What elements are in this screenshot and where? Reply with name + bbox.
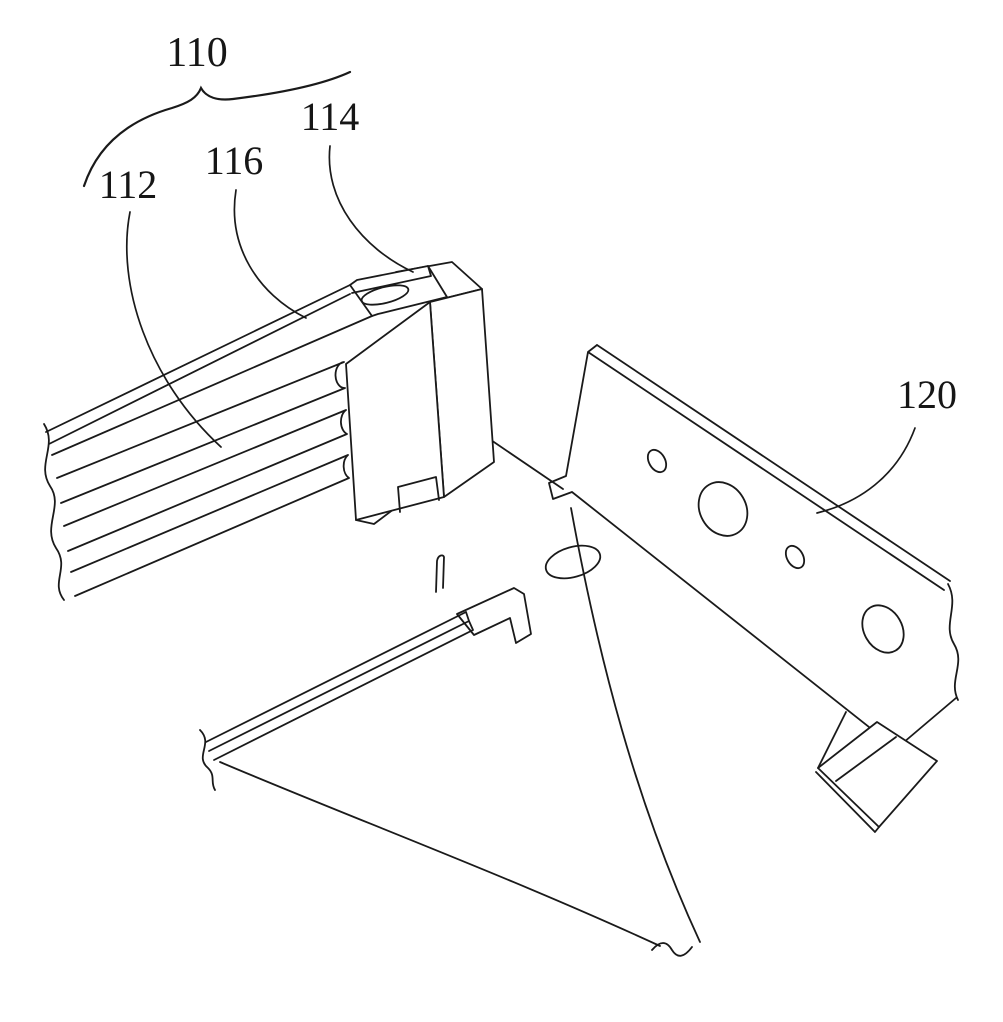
block-front-face (345, 301, 445, 521)
leader-line-120 (816, 427, 916, 514)
leader-line-116 (233, 189, 307, 319)
bracket-foot-tab (817, 721, 938, 828)
bracket-foot-details (815, 711, 897, 833)
block-bottom-notch (397, 476, 440, 513)
reference-annotations: 110 112 116 114 120 (82, 30, 957, 514)
floor-oblong-hole (544, 544, 602, 580)
lower-strip-rails (205, 611, 474, 761)
bracket-hole-large-2 (861, 604, 905, 654)
leader-line-112 (126, 211, 222, 448)
left-break-lines (43, 423, 216, 791)
rail-tube-lines (56, 361, 350, 597)
reference-label-114: 114 (301, 94, 360, 139)
part-116-plate-drawing (45, 265, 448, 456)
part-112-rails-drawing (56, 361, 350, 597)
reference-label-112: 112 (99, 162, 158, 207)
lower-bracket-drawing (43, 423, 701, 957)
plate-long-edges (45, 265, 432, 456)
bracket-hole-small-1 (646, 448, 668, 474)
retainer-clip-outline (435, 554, 532, 644)
reference-label-110: 110 (166, 30, 227, 76)
reference-label-116: 116 (205, 138, 264, 183)
bracket-wall-outline (548, 344, 960, 749)
leader-line-114 (328, 145, 414, 273)
bottom-sheet-curves (219, 507, 701, 957)
part-120-bracket-plate-drawing (548, 344, 960, 833)
bracket-hole-large-1 (697, 481, 749, 537)
group-brace-110 (82, 70, 352, 188)
reference-label-120: 120 (897, 372, 957, 417)
bracket-hole-small-2 (784, 544, 806, 570)
tab-slot-hole (360, 284, 410, 306)
